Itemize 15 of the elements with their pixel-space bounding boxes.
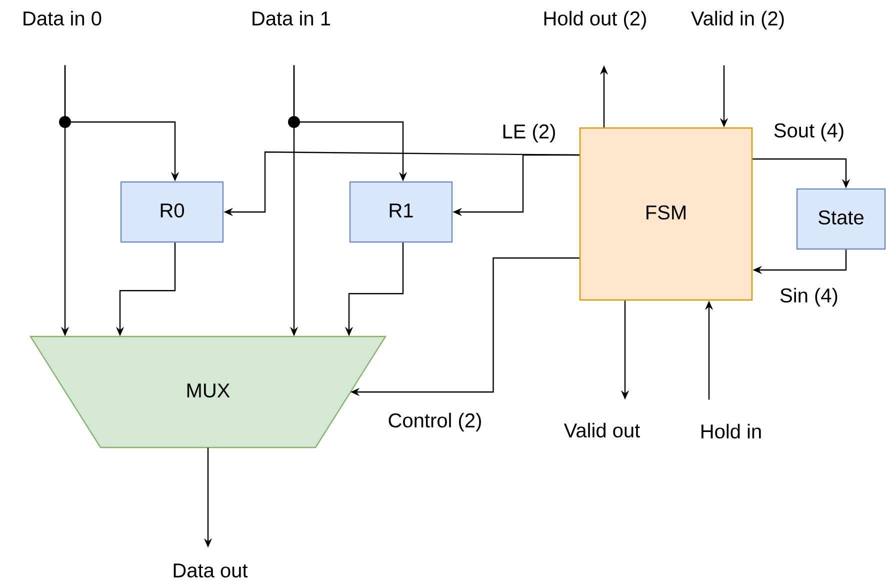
signal-label: Hold in: [702, 424, 761, 439]
signal-label: Data out: [174, 564, 248, 578]
signal-label: Valid out: [564, 422, 640, 438]
edge-label: Control (2): [386, 411, 484, 433]
edge-label: Sin (4): [778, 286, 840, 308]
register-box: R0: [120, 181, 224, 243]
signal-label: Data in 0: [24, 10, 102, 26]
edge-label: Sout (4): [772, 121, 846, 143]
edge-label: LE (2): [500, 122, 558, 144]
register-box: R1: [349, 181, 453, 243]
signal-label: Data in 1: [252, 10, 330, 26]
signal-label: Valid in (2): [691, 10, 784, 30]
fsm-box: FSM: [579, 127, 753, 301]
signal-label: Hold out (2): [544, 10, 646, 30]
state-box: State: [796, 188, 886, 250]
